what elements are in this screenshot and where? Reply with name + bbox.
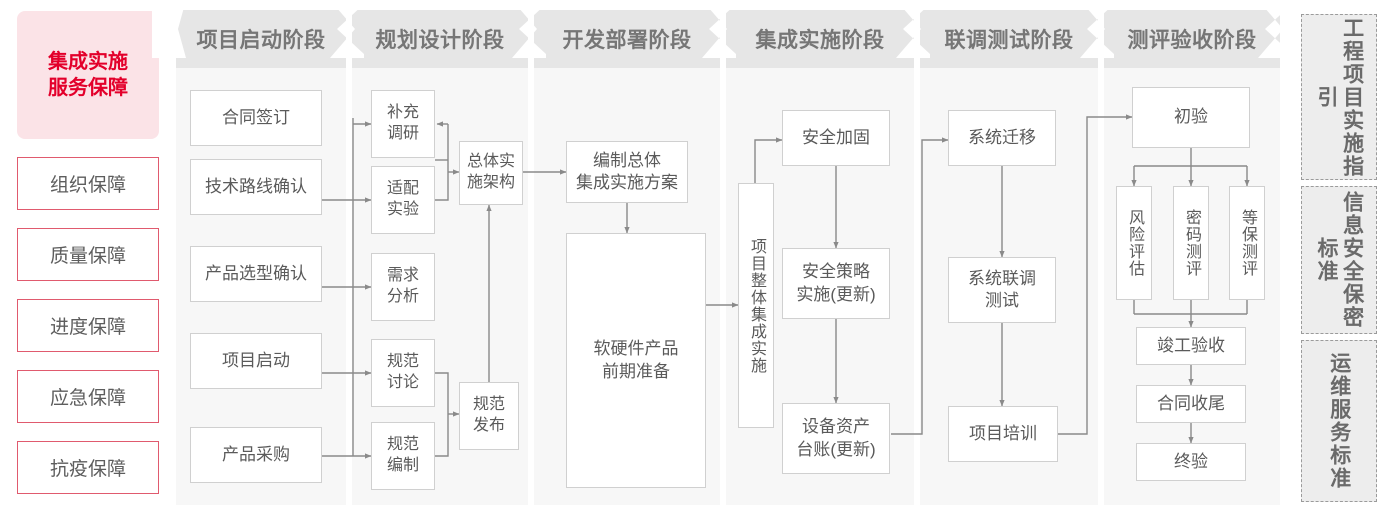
- guarantee-item-label: 组织保障: [49, 175, 126, 196]
- standard-item-1[interactable]: 信息安全保密标准: [1301, 186, 1377, 334]
- task-node-label: 规范 讨论: [386, 353, 419, 391]
- guarantee-item-3[interactable]: 应急保障: [17, 370, 159, 423]
- main-title-box: 集成实施 服务保障: [17, 11, 159, 139]
- task-node-label: 设备资产 台账(更新): [796, 417, 876, 459]
- phase-header-label: 开发部署阶段: [562, 29, 692, 52]
- task-node-system-migration[interactable]: 系统迁移: [948, 110, 1056, 166]
- task-node-label: 系统迁移: [968, 127, 1036, 147]
- task-node-completion-acceptance[interactable]: 竣工验收: [1136, 327, 1246, 365]
- phase-header-2: 规划设计阶段: [352, 10, 528, 68]
- guarantee-item-4[interactable]: 抗疫保障: [17, 441, 159, 494]
- task-node-security-hardening[interactable]: 安全加固: [782, 110, 890, 166]
- guarantee-item-label: 进度保障: [49, 317, 126, 338]
- task-node-label: 适配 实验: [386, 180, 419, 218]
- task-node-contract-closeout[interactable]: 合同收尾: [1136, 385, 1246, 423]
- task-node-label: 软硬件产品 前期准备: [593, 339, 679, 381]
- task-node-adaptation-experiment[interactable]: 适配 实验: [371, 166, 435, 234]
- task-node-supplementary-research[interactable]: 补充 调研: [371, 90, 435, 158]
- task-node-label: 技术路线确认: [205, 176, 307, 196]
- phase-header-label: 规划设计阶段: [375, 29, 505, 52]
- guarantee-item-label: 应急保障: [49, 388, 126, 409]
- standard-item-2[interactable]: 运维服务标准: [1301, 340, 1377, 502]
- task-node-label: 产品采购: [222, 444, 290, 464]
- phase-header-1: 项目启动阶段: [176, 10, 346, 68]
- task-node-label: 项目整体集成实施: [748, 237, 765, 374]
- main-title-line2: 服务保障: [48, 77, 128, 99]
- phase-header-label: 集成实施阶段: [755, 29, 885, 52]
- task-node-spec-drafting[interactable]: 规范 编制: [371, 422, 435, 490]
- task-node-label: 系统联调 测试: [968, 268, 1036, 310]
- task-node-final-acceptance[interactable]: 终验: [1136, 443, 1246, 481]
- task-node-label: 合同签订: [222, 107, 290, 127]
- task-node-label: 规范 发布: [472, 396, 505, 434]
- task-node-overall-implementation-architecture[interactable]: 总体实 施架构: [459, 141, 523, 205]
- task-node-project-kickoff[interactable]: 项目启动: [190, 333, 322, 389]
- task-node-label: 补充 调研: [386, 104, 419, 142]
- phase-header-label: 测评验收阶段: [1127, 29, 1257, 52]
- task-node-risk-assessment[interactable]: 风险评估: [1116, 186, 1152, 300]
- phase-header-5: 联调测试阶段: [920, 10, 1098, 68]
- task-node-hardware-software-preparation[interactable]: 软硬件产品 前期准备: [566, 233, 706, 488]
- task-node-requirement-analysis[interactable]: 需求 分析: [371, 253, 435, 321]
- guarantee-item-1[interactable]: 质量保障: [17, 228, 159, 281]
- task-node-cryptography-evaluation[interactable]: 密码测评: [1173, 186, 1209, 300]
- task-node-mlps-evaluation[interactable]: 等保测评: [1229, 186, 1265, 300]
- task-node-label: 安全策略 实施(更新): [796, 262, 876, 304]
- task-node-label: 安全加固: [802, 127, 870, 147]
- task-node-contract-signing[interactable]: 合同签订: [190, 90, 322, 146]
- main-title-line1: 集成实施: [48, 50, 128, 73]
- standard-item-label: 信息安全保密标准: [1315, 191, 1364, 329]
- task-node-label: 合同收尾: [1157, 393, 1225, 413]
- task-node-spec-release[interactable]: 规范 发布: [459, 382, 519, 450]
- guarantee-item-label: 抗疫保障: [49, 459, 126, 480]
- task-node-label: 项目培训: [969, 423, 1037, 443]
- task-node-label: 等保测评: [1239, 209, 1256, 277]
- standard-item-label: 工程项目实施指引: [1315, 16, 1364, 178]
- task-node-system-joint-debug-test[interactable]: 系统联调 测试: [948, 257, 1056, 323]
- task-node-label: 初验: [1174, 107, 1208, 127]
- task-node-spec-discussion[interactable]: 规范 讨论: [371, 339, 435, 407]
- guarantee-item-0[interactable]: 组织保障: [17, 157, 159, 210]
- task-node-label: 规范 编制: [386, 436, 419, 474]
- task-node-label: 产品选型确认: [205, 263, 307, 283]
- task-node-preliminary-acceptance[interactable]: 初验: [1132, 87, 1250, 148]
- task-node-label: 总体实 施架构: [466, 153, 515, 191]
- phase-header-3: 开发部署阶段: [534, 10, 720, 68]
- task-node-label: 竣工验收: [1157, 335, 1225, 355]
- phase-header-label: 项目启动阶段: [196, 29, 326, 52]
- standard-item-0[interactable]: 工程项目实施指引: [1301, 14, 1377, 180]
- guarantee-item-2[interactable]: 进度保障: [17, 299, 159, 352]
- task-node-label: 编制总体 集成实施方案: [576, 150, 678, 192]
- task-node-label: 终验: [1174, 451, 1208, 471]
- phase-header-label: 联调测试阶段: [944, 29, 1074, 52]
- task-node-tech-route-confirm[interactable]: 技术路线确认: [190, 159, 322, 215]
- task-node-label: 密码测评: [1183, 209, 1200, 277]
- task-node-equipment-asset-ledger[interactable]: 设备资产 台账(更新): [782, 403, 890, 474]
- guarantee-item-label: 质量保障: [49, 246, 126, 267]
- phase-header-6: 测评验收阶段: [1104, 10, 1280, 68]
- task-node-project-training[interactable]: 项目培训: [948, 406, 1058, 462]
- task-node-security-policy-implementation[interactable]: 安全策略 实施(更新): [782, 248, 890, 319]
- task-node-label: 风险评估: [1126, 209, 1143, 277]
- task-node-project-overall-integration[interactable]: 项目整体集成实施: [738, 183, 774, 428]
- task-node-compile-integration-plan[interactable]: 编制总体 集成实施方案: [566, 141, 688, 203]
- standard-item-label: 运维服务标准: [1327, 352, 1351, 490]
- phase-header-4: 集成实施阶段: [726, 10, 914, 68]
- task-node-product-selection-confirm[interactable]: 产品选型确认: [190, 246, 322, 302]
- task-node-product-procurement[interactable]: 产品采购: [190, 427, 322, 483]
- task-node-label: 项目启动: [222, 350, 290, 370]
- task-node-label: 需求 分析: [386, 267, 419, 305]
